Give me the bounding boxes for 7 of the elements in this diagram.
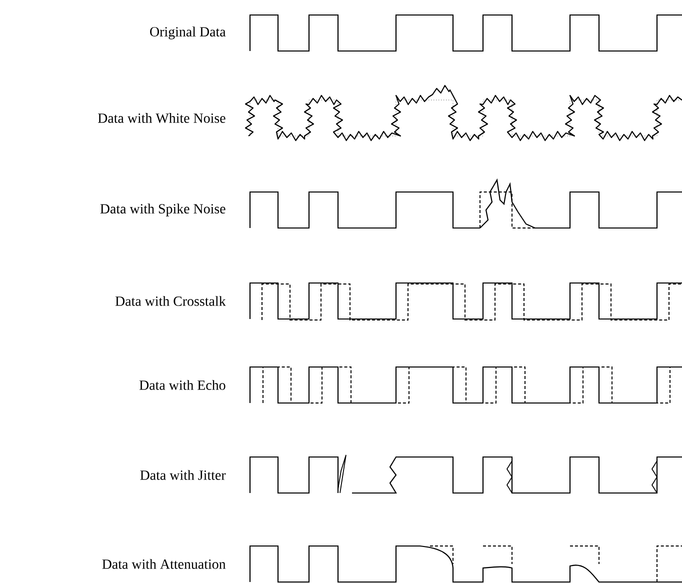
- row-label: Data with White Noise: [98, 113, 226, 123]
- row-label: Data with Attenuation: [102, 559, 226, 569]
- row-label: Data with Jitter: [140, 470, 226, 480]
- row-label: Original Data: [150, 26, 226, 40]
- row-label: Data with Echo: [139, 380, 226, 390]
- row-label: Data with Spike Noise: [100, 204, 226, 216]
- row-label: Data with Crosstalk: [115, 296, 226, 306]
